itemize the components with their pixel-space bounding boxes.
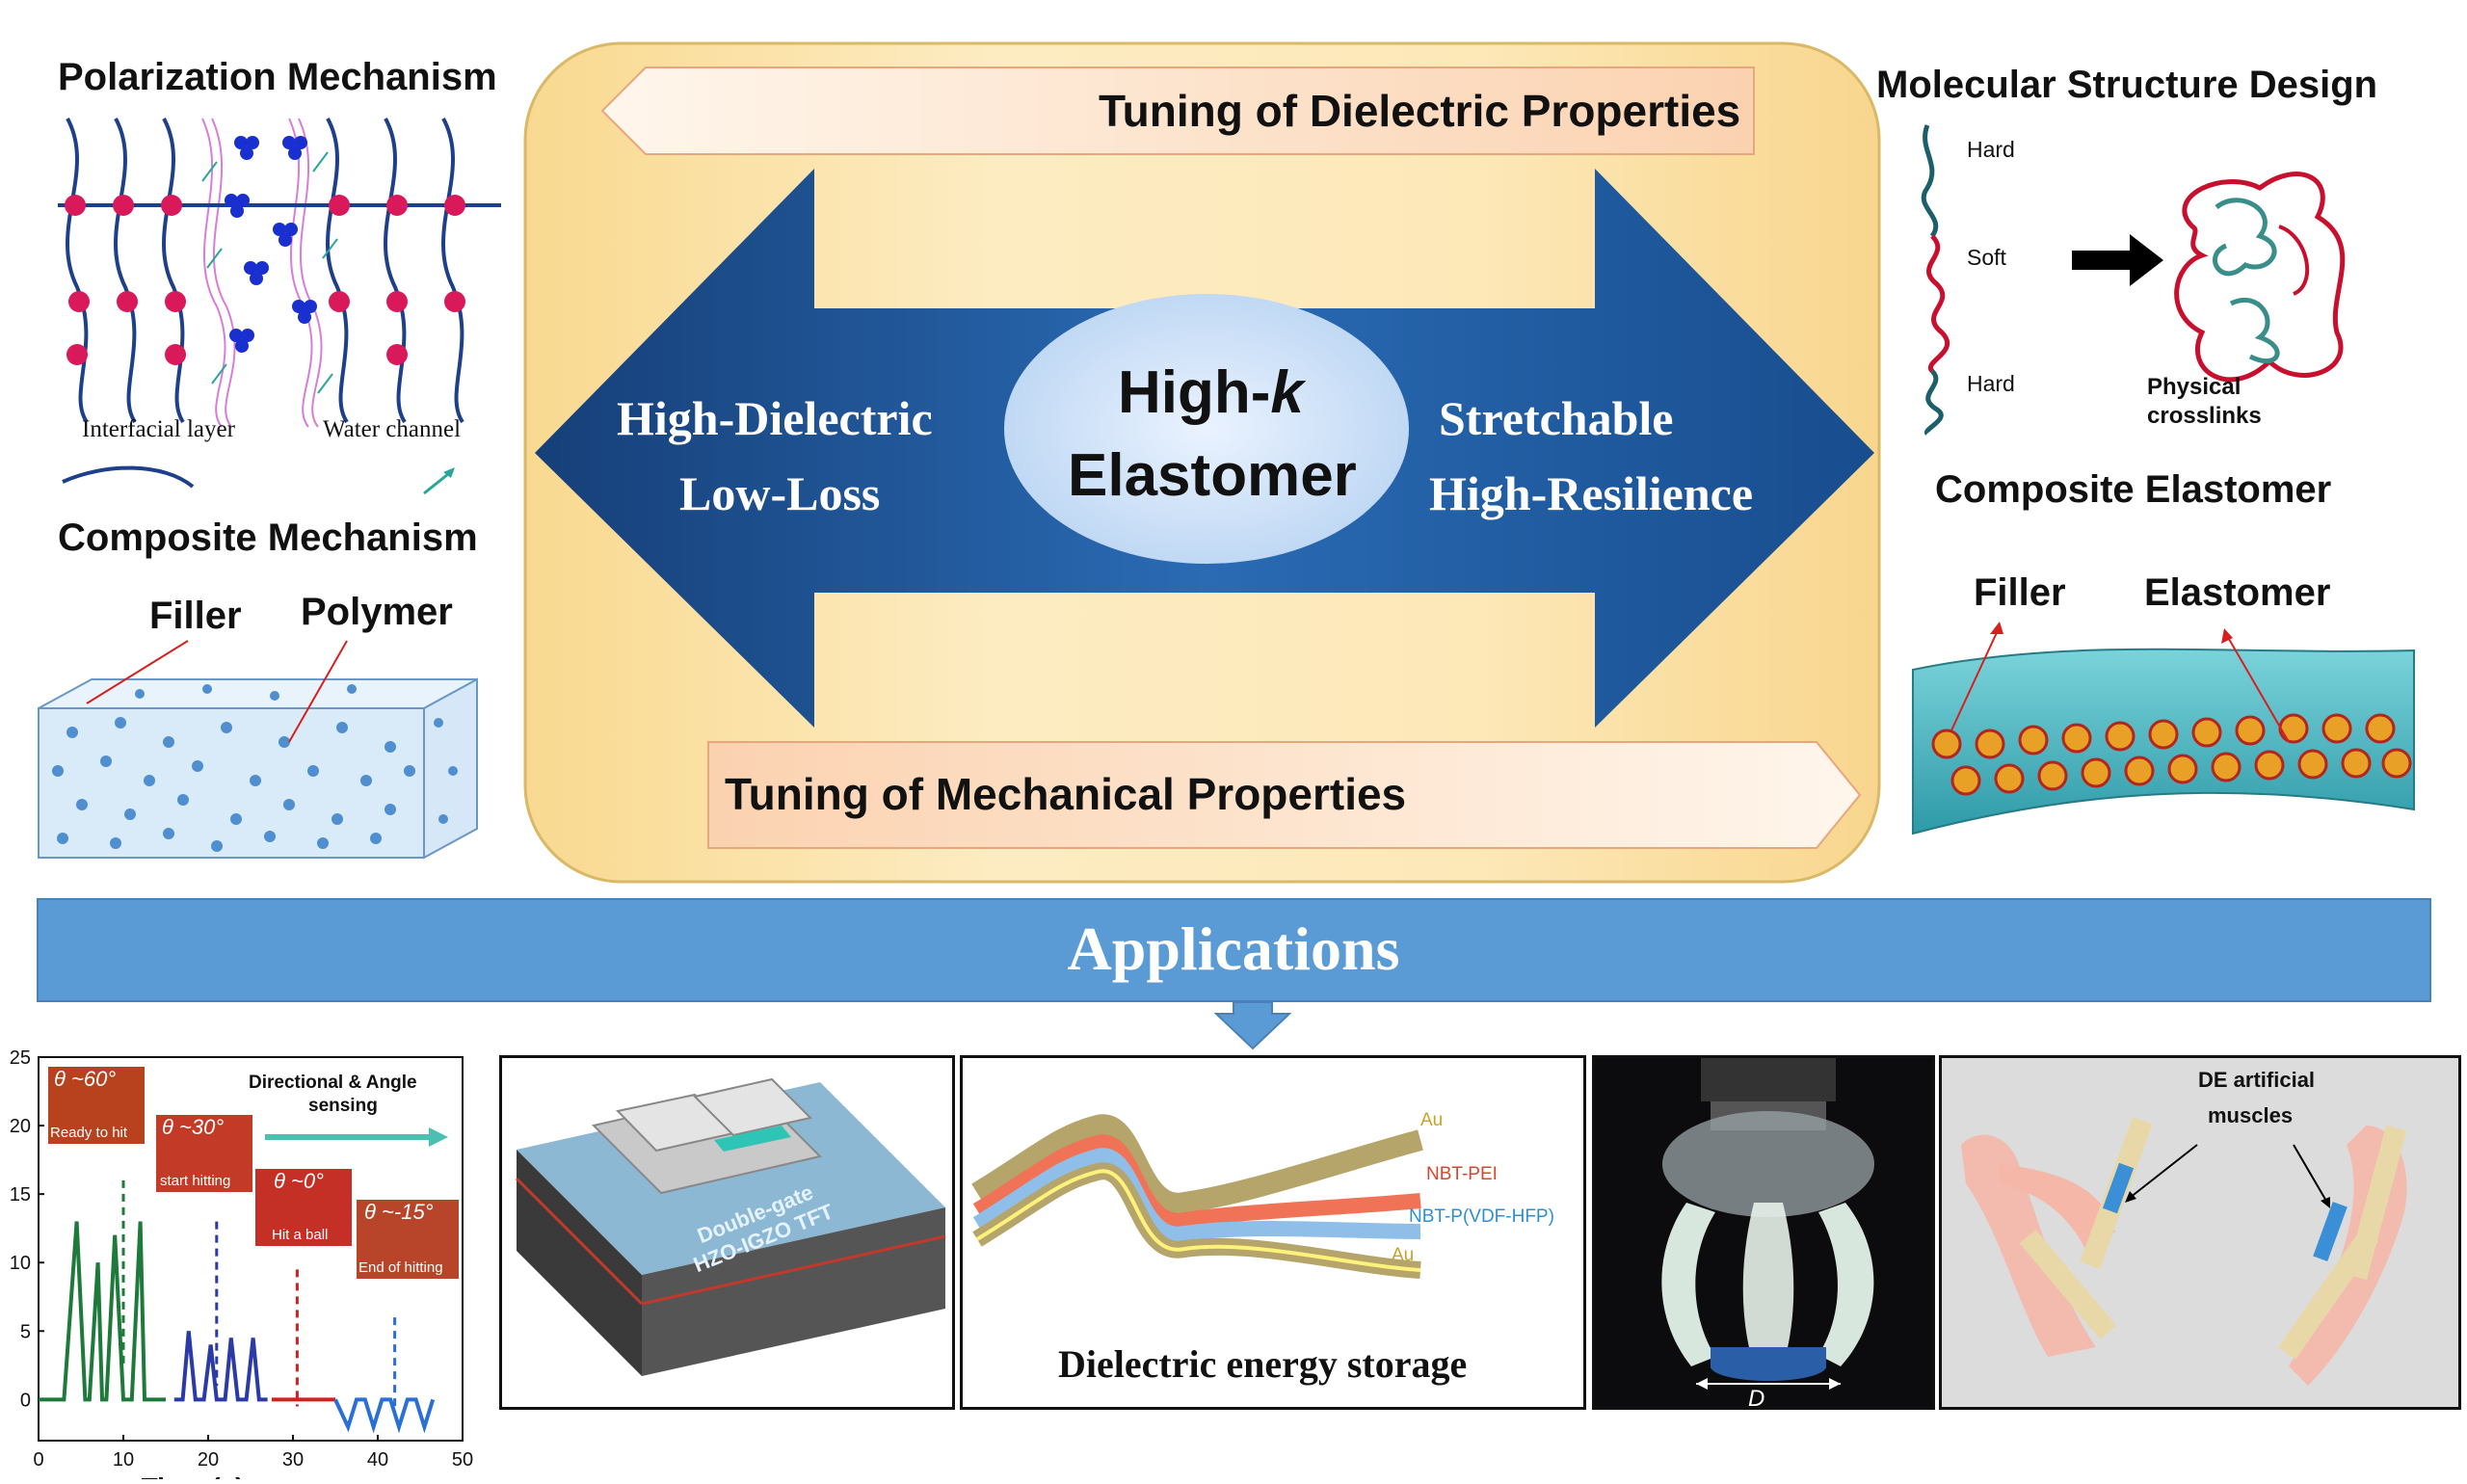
applications-title: Applications — [1067, 914, 1400, 983]
cm-polymer-label: Polymer — [301, 591, 453, 633]
y-tick-label: 20 — [10, 1116, 31, 1137]
core-ellipse — [1004, 294, 1409, 564]
x-tick-label: 10 — [113, 1449, 134, 1471]
composite-block — [34, 636, 482, 862]
polarization-legend-icons — [62, 465, 455, 495]
x-tick-label: 0 — [33, 1449, 43, 1471]
composite-mechanism-title: Composite Mechanism — [58, 517, 478, 559]
storage-caption: Dielectric energy storage — [1058, 1342, 1468, 1386]
x-tick-label: 20 — [198, 1449, 219, 1471]
x-axis-label: Time (s) — [142, 1472, 245, 1479]
gripper-label: D — [1748, 1386, 1765, 1412]
muscle-line1: DE artificial — [2198, 1068, 2316, 1092]
mol-crosslinks: crosslinks — [2147, 403, 2262, 429]
y-tick-label: 25 — [10, 1047, 31, 1069]
composite-elastomer-diagram — [1903, 617, 2424, 838]
storage-nbt-pei: NBT-PEI — [1426, 1164, 1498, 1184]
right-line1: Stretchable — [1439, 391, 1674, 445]
tuning-mechanical-label: Tuning of Mechanical Properties — [725, 769, 1407, 819]
composite-elastomer-title: Composite Elastomer — [1935, 468, 2332, 511]
tuning-mechanical-arrow — [707, 741, 1862, 849]
sensing-chart-svg: 252015105001020304050Time (s) — [10, 1047, 473, 1484]
water-label: Water channel — [323, 416, 462, 442]
center-panel — [520, 39, 1884, 887]
storage-au-top: Au — [1420, 1110, 1444, 1130]
x-tick-label: 40 — [367, 1449, 388, 1471]
molecular-diagram — [1913, 120, 2375, 438]
tuning-dielectric-label: Tuning of Dielectric Properties — [1099, 86, 1741, 136]
left-line1: High-Dielectric — [617, 391, 933, 445]
y-tick-label: 5 — [20, 1321, 31, 1342]
mol-physical: Physical — [2147, 374, 2242, 400]
cm-filler-label: Filler — [149, 595, 242, 637]
x-tick-label: 30 — [282, 1449, 304, 1471]
left-line2: Low-Loss — [679, 466, 881, 520]
tuning-dielectric-arrow — [600, 66, 1755, 155]
core-title-k: k — [1270, 359, 1304, 426]
interfacial-label: Interfacial layer — [82, 416, 235, 442]
polarization-diagram — [58, 114, 501, 432]
core-title-line2: Elastomer — [1068, 442, 1357, 509]
mol-hard-top: Hard — [1967, 137, 2015, 162]
plot-frame — [38, 1056, 464, 1442]
gripper-graphic — [1661, 1058, 1874, 1390]
series-line — [39, 1221, 166, 1402]
core-title-main: High- — [1118, 359, 1271, 426]
storage-au-bottom: Au — [1392, 1245, 1415, 1265]
molecular-title: Molecular Structure Design — [1876, 64, 2378, 106]
gripper-panel — [1592, 1055, 1935, 1410]
series-line — [173, 1331, 268, 1402]
muscle-panel — [1939, 1055, 2461, 1410]
tft-panel — [499, 1055, 955, 1410]
sensing-chart: 252015105001020304050Time (s) — [0, 1046, 482, 1484]
tft-graphic — [515, 1077, 946, 1376]
muscle-graphic — [1961, 1117, 2407, 1386]
y-tick-label: 15 — [10, 1184, 31, 1206]
mol-hard-bottom: Hard — [1967, 371, 2015, 396]
y-tick-label: 10 — [10, 1253, 31, 1274]
storage-panel — [960, 1055, 1586, 1410]
ce-filler-label: Filler — [1974, 571, 2066, 614]
polarization-title: Polarization Mechanism — [58, 56, 497, 98]
ce-elastomer-label: Elastomer — [2144, 571, 2331, 614]
applications-band — [37, 898, 2431, 1002]
series-line — [333, 1397, 436, 1434]
storage-nbt-p: NBT-P(VDF-HFP) — [1409, 1206, 1554, 1227]
right-line2: High-Resilience — [1429, 466, 1754, 520]
center-graphic — [523, 41, 1881, 884]
mol-soft: Soft — [1967, 245, 2006, 270]
applications-down-arrow — [1214, 1002, 1291, 1050]
y-tick-label: 0 — [20, 1390, 31, 1411]
x-tick-label: 50 — [452, 1449, 473, 1471]
core-title-line1: High-k — [1118, 358, 1304, 427]
muscle-line2: muscles — [2208, 1103, 2294, 1127]
storage-graphic — [971, 1114, 1423, 1279]
